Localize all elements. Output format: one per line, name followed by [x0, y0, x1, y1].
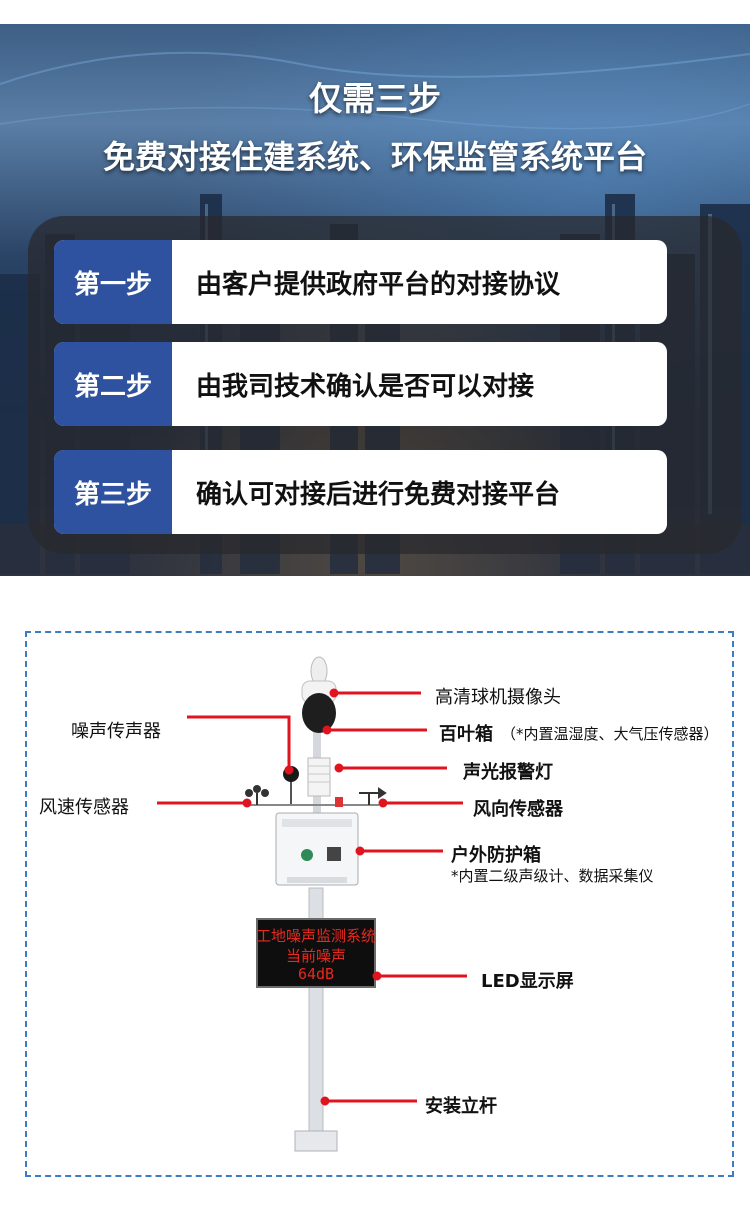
- steps-panel: 第一步 由客户提供政府平台的对接协议 第二步 由我司技术确认是否可以对接 第三步…: [28, 216, 742, 554]
- step-2-text: 由我司技术确认是否可以对接: [196, 371, 535, 402]
- banner-title: 仅需三步: [309, 79, 441, 118]
- label-alarm-light: 声光报警灯: [463, 762, 553, 783]
- monitoring-station-illustration: [157, 656, 467, 1152]
- step-1-text: 由客户提供政府平台的对接协议: [196, 269, 561, 300]
- label-outdoor-box: 户外防护箱: [451, 845, 541, 866]
- led-line-1: 工地噪声监测系统: [256, 927, 377, 945]
- label-louver-box: 百叶箱: [439, 724, 493, 745]
- led-display: 工地噪声监测系统 当前噪声 64dB: [256, 923, 376, 987]
- label-led-screen: LED显示屏: [481, 971, 574, 992]
- step-2: 第二步 由我司技术确认是否可以对接: [54, 342, 667, 426]
- label-pole: 安装立杆: [425, 1096, 497, 1117]
- step-3: 第三步 确认可对接后进行免费对接平台: [54, 450, 667, 534]
- step-3-tag: 第三步: [54, 450, 172, 534]
- label-wind-direction: 风向传感器: [473, 799, 563, 820]
- step-2-tag: 第二步: [54, 342, 172, 426]
- label-louver-box-note: （*内置温湿度、大气压传感器）: [501, 725, 719, 743]
- step-1: 第一步 由客户提供政府平台的对接协议: [54, 240, 667, 324]
- step-1-tag: 第一步: [54, 240, 172, 324]
- label-wind-speed: 风速传感器: [39, 797, 129, 818]
- banner-subtitle: 免费对接住建系统、环保监管系统平台: [102, 138, 647, 176]
- led-line-2: 当前噪声: [285, 947, 346, 965]
- label-outdoor-box-note: *内置二级声级计、数据采集仪: [451, 867, 654, 885]
- label-camera: 高清球机摄像头: [435, 687, 561, 708]
- label-microphone: 噪声传声器: [71, 721, 161, 742]
- step-3-text: 确认可对接后进行免费对接平台: [196, 479, 561, 510]
- banner: 仅需三步 免费对接住建系统、环保监管系统平台 第一步 由客户提供政府平台的对接协…: [0, 24, 750, 576]
- led-line-3: 64dB: [297, 965, 335, 983]
- equipment-diagram: 工地噪声监测系统 当前噪声 64dB 高清球机摄像头 百叶箱 （*内置温湿度、大…: [25, 631, 734, 1177]
